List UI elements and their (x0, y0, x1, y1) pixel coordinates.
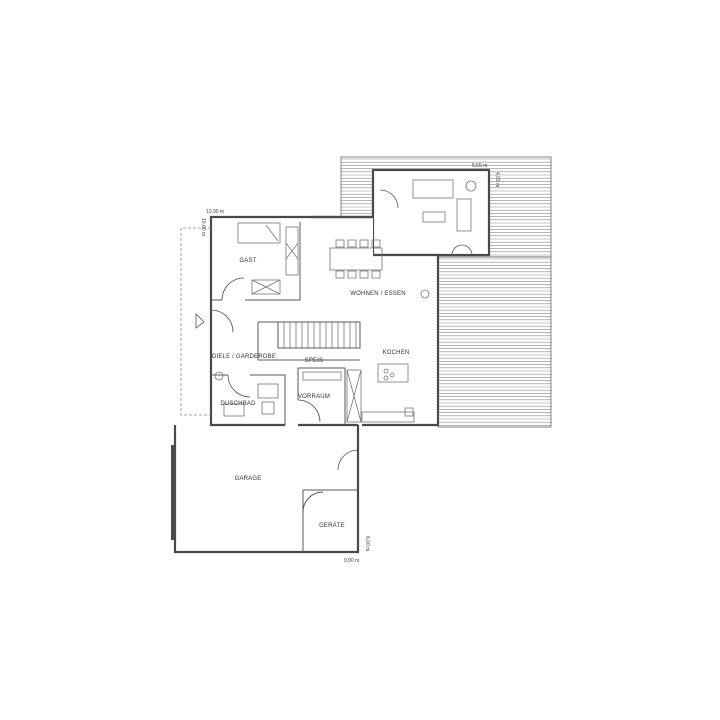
duschbad-door (227, 374, 251, 398)
garage-inner-door (337, 449, 359, 471)
annex-double-door (451, 244, 473, 256)
sink (223, 403, 245, 417)
label-wohnen-essen: WOHNEN / ESSEN (350, 291, 405, 297)
plant-diele (214, 371, 224, 381)
house-outer-wall (209, 215, 440, 427)
dining-chair (335, 270, 345, 279)
hob-3 (383, 375, 389, 381)
dim-terrace-width: 5,55 m (472, 163, 487, 169)
label-garage: GARAGE (235, 476, 262, 482)
gast-shelf (251, 279, 281, 295)
dining-table (329, 247, 383, 271)
hob-1 (383, 368, 389, 374)
hob-2 (389, 372, 395, 378)
dining-chair (347, 270, 357, 279)
dim-garage-depth: 6,00 m (364, 536, 370, 551)
carport-outline (180, 227, 211, 416)
gast-door (221, 277, 245, 301)
dim-terrace-depth: 4,09 m (494, 172, 500, 187)
dim-house-depth: 10,60 m (200, 218, 206, 236)
kitchen-counter (361, 411, 415, 423)
dim-garage-width: 9,00 m (344, 558, 359, 564)
wardrobe-mark-2 (285, 242, 299, 260)
plant-annex (465, 180, 477, 192)
label-vorraum: VORRAUM (298, 394, 330, 400)
dining-chair (359, 239, 369, 248)
staircase (283, 322, 357, 348)
entry-marker (195, 313, 205, 329)
sink-kitchen (404, 407, 414, 417)
vorraum-door (297, 399, 321, 423)
wc (261, 401, 275, 415)
speis-shelf (302, 371, 342, 381)
kitchen-island (377, 363, 409, 383)
dining-chairs (335, 239, 381, 279)
dining-chair (371, 270, 381, 279)
shower (257, 383, 279, 399)
label-duschbad: DUSCHBAD (220, 401, 256, 407)
label-speis: SPEIS (305, 358, 324, 364)
sofa (412, 179, 454, 199)
dining-chair (371, 239, 381, 248)
right-deck (438, 258, 551, 426)
label-gast: GAST (239, 258, 256, 264)
duschbad-walls (211, 374, 286, 425)
speis-walls (297, 367, 346, 425)
shelf-x2 (251, 279, 281, 295)
garage-walls (173, 425, 360, 554)
gast-wardrobe (285, 226, 299, 276)
gast-walls (211, 222, 301, 301)
main-house (211, 217, 438, 425)
dining-chair (359, 270, 369, 279)
sofa-side (456, 198, 472, 232)
cabinet-mark-2 (346, 369, 362, 423)
geraete-walls (302, 489, 358, 552)
dining-chair (335, 239, 345, 248)
living-annex (371, 168, 491, 257)
gast-bed (237, 222, 281, 244)
coffee-table (422, 211, 446, 223)
annex-door (379, 189, 399, 209)
dining-chair (347, 239, 357, 248)
bed-pillow (265, 224, 279, 242)
plant-living (420, 289, 430, 299)
label-kochen: KOCHEN (383, 350, 410, 356)
kitchen-tall-cabinets (346, 369, 362, 423)
stair-outline (277, 321, 361, 349)
label-geraete: GERÄTE (319, 522, 345, 529)
dim-house-width: 10,90 m (206, 209, 224, 215)
diele-entry-door (210, 309, 234, 333)
label-diele: DIELE / GARDEROBE (212, 354, 276, 360)
